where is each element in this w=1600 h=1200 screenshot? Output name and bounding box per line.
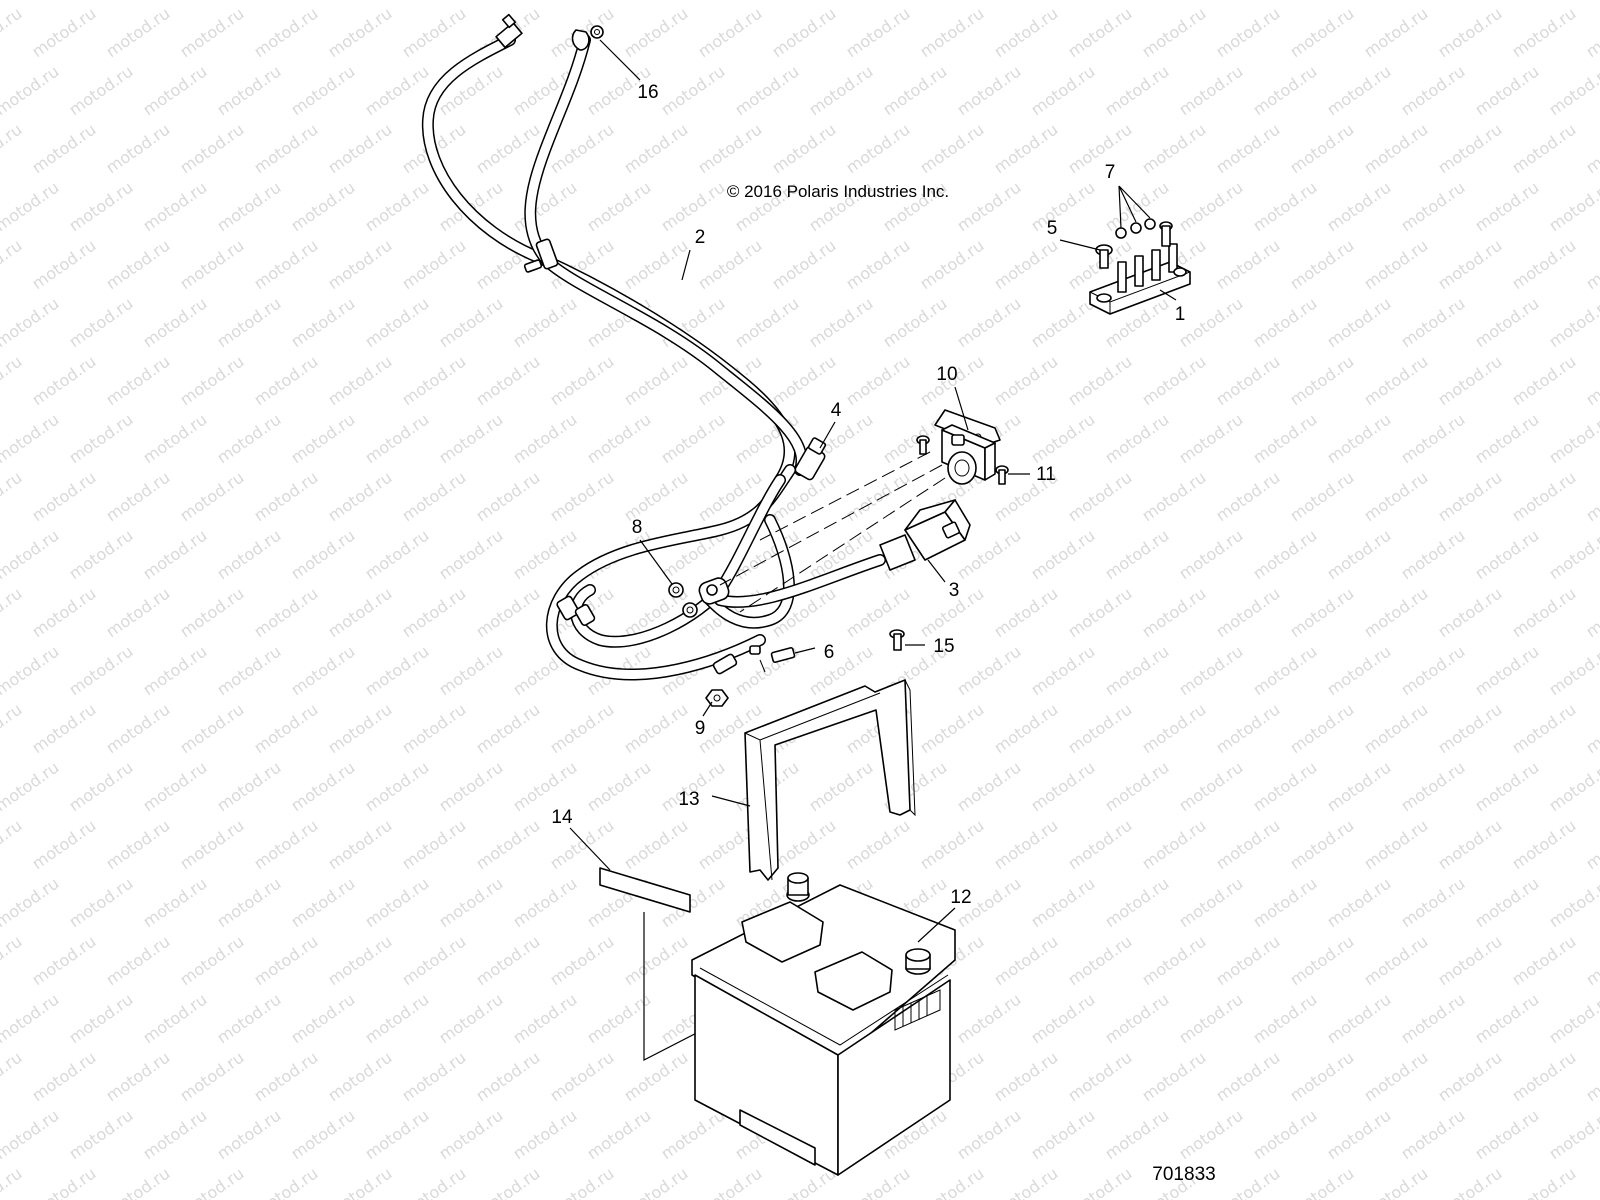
callout-15: 15 bbox=[933, 636, 954, 657]
battery-part-12 bbox=[691, 872, 956, 1176]
bolt-part-15 bbox=[889, 629, 905, 651]
callout-14: 14 bbox=[551, 807, 573, 828]
screw-part-5 bbox=[1095, 244, 1113, 269]
callout-2: 2 bbox=[695, 227, 706, 248]
fuse-assembly-part-6 bbox=[712, 645, 796, 675]
alignment-lines bbox=[719, 451, 946, 613]
callout-5: 5 bbox=[1047, 218, 1058, 239]
harness-connector-4 bbox=[794, 437, 827, 481]
cable-boot-part-3 bbox=[879, 499, 971, 571]
callout-11: 11 bbox=[1036, 464, 1056, 485]
harness-top-terminal bbox=[571, 29, 590, 51]
screw-part-11 bbox=[995, 465, 1009, 485]
callout-7: 7 bbox=[1105, 162, 1116, 183]
nut-part-9 bbox=[705, 689, 729, 707]
callout-6: 6 bbox=[824, 642, 835, 663]
nuts-part-8 bbox=[668, 582, 698, 618]
callout-13: 13 bbox=[678, 789, 699, 810]
callout-4: 4 bbox=[831, 400, 842, 421]
callout-9: 9 bbox=[695, 718, 706, 739]
callout-labels: 1 2 3 4 5 6 7 8 9 10 11 12 13 14 15 16 bbox=[551, 82, 1185, 908]
callout-10: 10 bbox=[936, 364, 957, 385]
main-harness-part-2 bbox=[421, 13, 886, 681]
callout-12: 12 bbox=[950, 887, 971, 908]
callout-3: 3 bbox=[949, 580, 960, 601]
harness-clip bbox=[523, 238, 559, 273]
callout-16: 16 bbox=[637, 82, 658, 103]
nut-part-16 bbox=[590, 25, 604, 39]
callout-8: 8 bbox=[632, 517, 643, 538]
terminal-block-part-1 bbox=[1089, 243, 1191, 315]
leader-lines bbox=[569, 39, 1177, 943]
harness-lower-clip bbox=[556, 595, 596, 626]
bracket-part-13 bbox=[744, 679, 916, 881]
callout-1: 1 bbox=[1175, 304, 1186, 325]
screw-left-of-10 bbox=[916, 435, 930, 455]
harness-top-connector bbox=[495, 13, 523, 49]
figure-number: 701833 bbox=[1152, 1164, 1215, 1185]
copyright-notice: © 2016 Polaris Industries Inc. bbox=[727, 182, 949, 201]
